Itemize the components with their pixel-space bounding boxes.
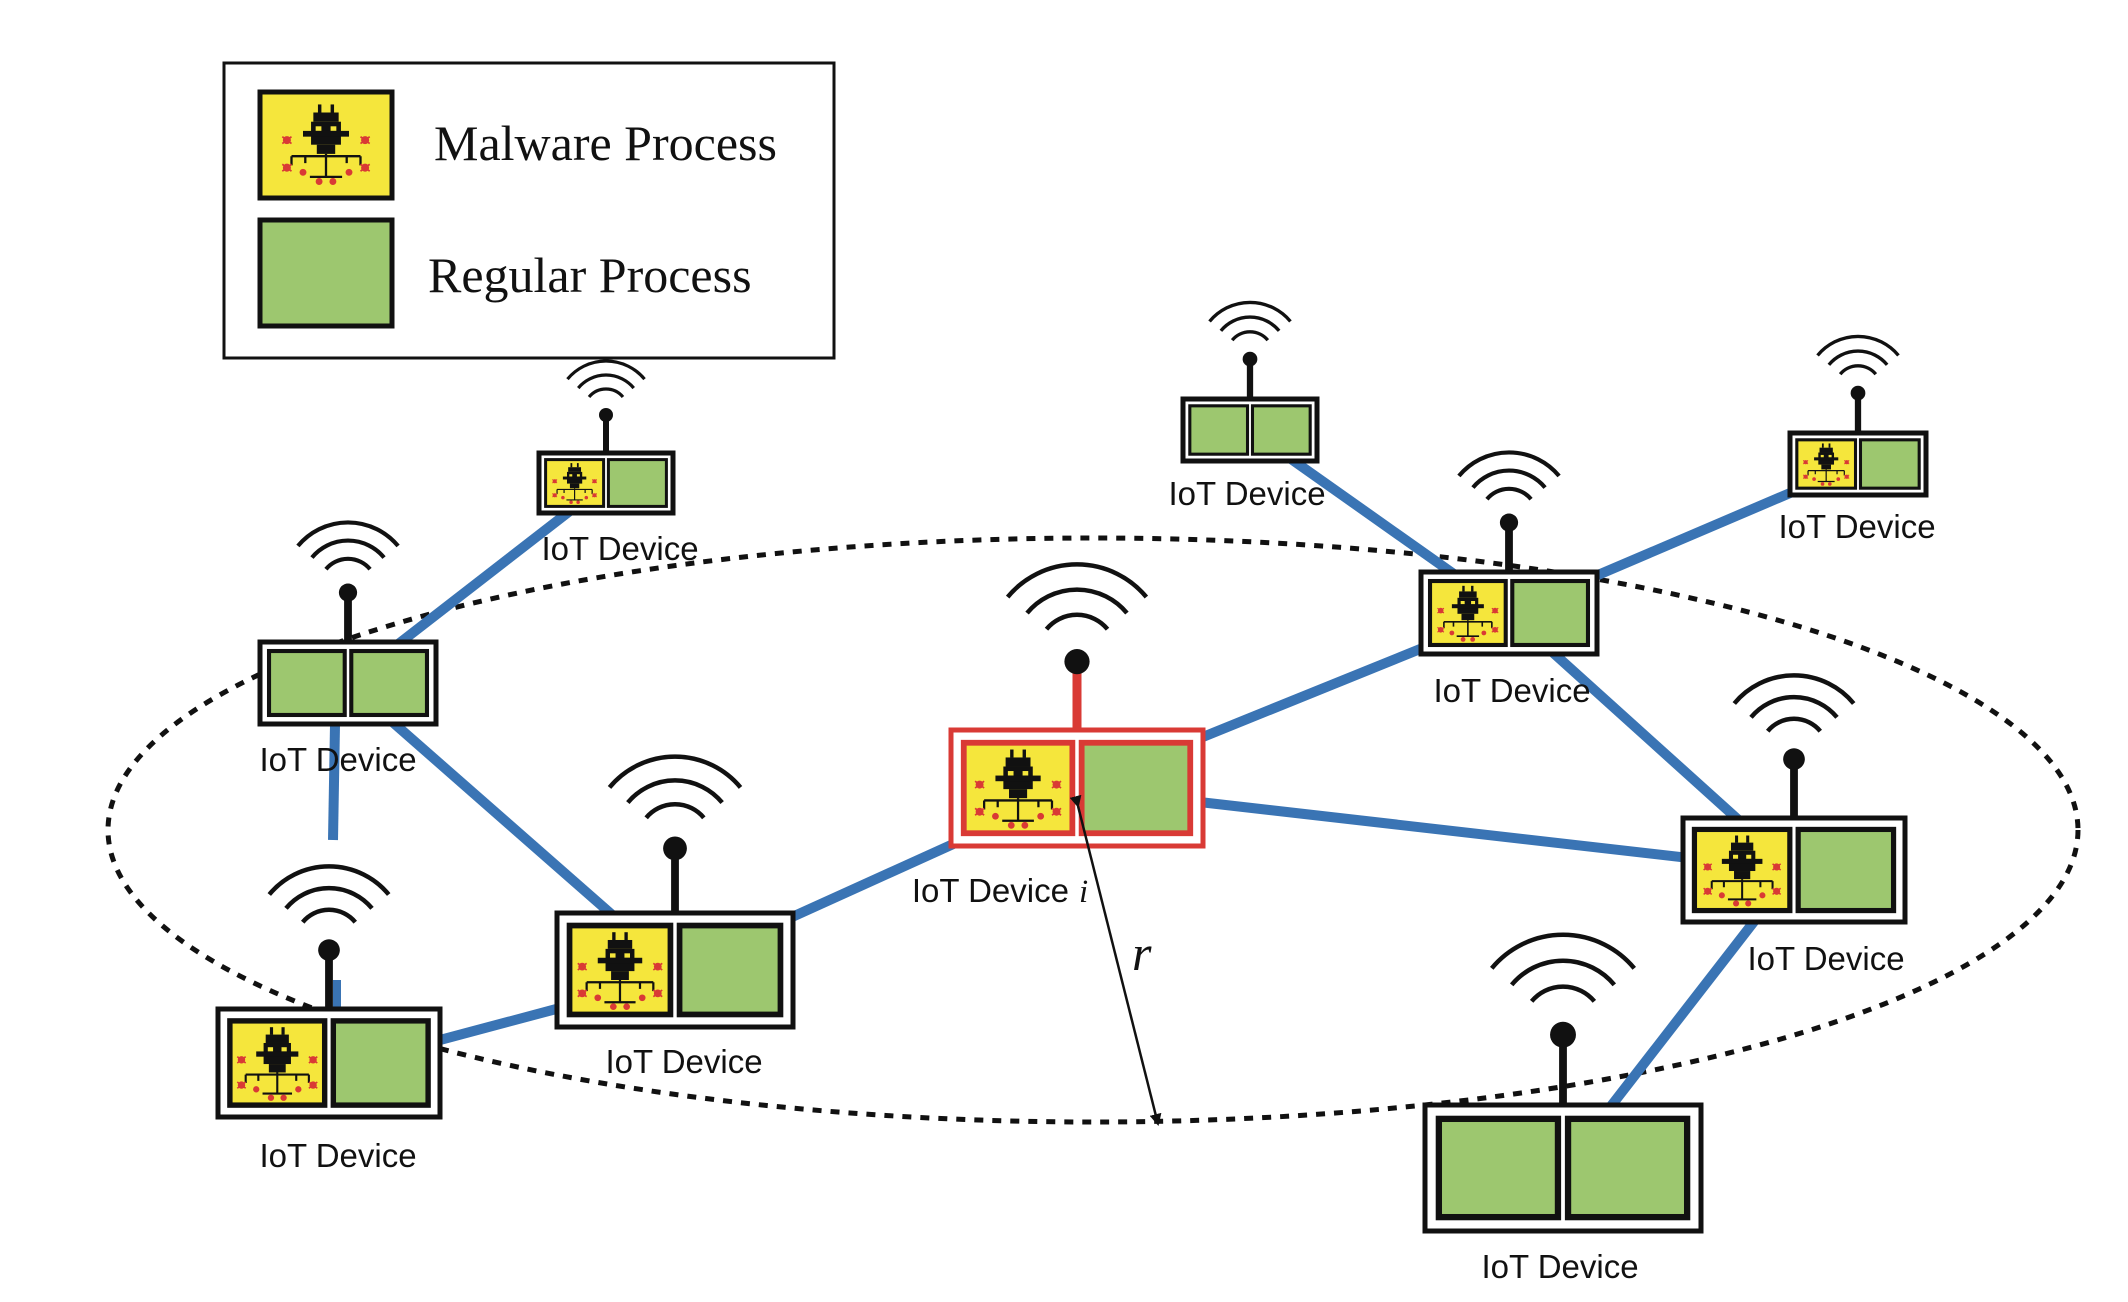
iot-device-lower-left: IoT Device [215,864,443,1174]
iot-device-right: IoT Device [1680,673,1908,977]
device-label-text: IoT Device [259,1137,416,1174]
regular-process-cell [1510,578,1591,648]
regular-process-cell [349,648,430,718]
regular-process-cell [1564,1115,1691,1221]
device-label-text: IoT Device [605,1043,762,1080]
regular-process-cell [330,1018,431,1108]
iot-device-center-left: IoT Device [554,754,796,1080]
iot-device-top-mid-right: IoT Device [1168,300,1326,512]
radius-arrow [1069,794,1162,1126]
regular-process-cell [1188,404,1250,456]
device-label: IoT Device [1481,1248,1638,1285]
antenna-icon [296,520,400,642]
iot-device-center: IoT Device i [912,562,1206,910]
device-label: IoT Device [1168,475,1325,512]
regular-process-cell [1795,826,1897,914]
legend-regular-label: Regular Process [428,247,752,303]
link-lower-left-to-center-left [438,1003,562,1045]
device-index-label: i [1079,874,1088,910]
device-label: IoT Device [1433,672,1590,709]
device-label: IoT Device [605,1043,762,1080]
antenna-icon [1457,450,1561,572]
regular-process-cell [606,458,668,508]
antenna-icon [1816,334,1900,433]
device-label-text: IoT Device [1747,940,1904,977]
device-label: IoT Device [259,741,416,778]
radius-label: r [1132,925,1152,981]
iot-device-top-far-right: IoT Device [1778,334,1936,545]
device-label-text: IoT Device [1168,475,1325,512]
device-label-text: IoT Device [1778,508,1935,545]
iot-device-bottom-right: IoT Device [1422,932,1704,1285]
antenna-icon [1208,300,1292,399]
antenna-icon [607,754,743,913]
radius-boundary [105,535,2081,1125]
legend-malware-label: Malware Process [434,115,777,171]
antenna-icon [566,359,646,453]
antenna-icon [1005,562,1149,675]
iot-device-top-left: IoT Device [536,359,699,567]
regular-process-cell [676,922,784,1018]
device-label-text: IoT Device [259,741,416,778]
device-label-text: IoT Device [1481,1248,1638,1285]
device-label: IoT Device [1747,940,1904,977]
regular-process-cell [1435,1115,1562,1221]
device-label-text: IoT Device [912,872,1069,909]
device-label: IoT Device [541,530,698,567]
regular-process-cell [1250,404,1312,456]
device-label-text: IoT Device [541,530,698,567]
legend-regular-swatch [257,217,395,329]
antenna-icon [267,864,391,1009]
link-upper-left-to-lower-left [328,724,340,841]
device-label: IoT Device [1778,508,1935,545]
iot-device-mid-right: IoT Device [1418,450,1600,709]
antenna-icon [1490,932,1636,1105]
legend: Malware Process Regular Process [222,61,836,360]
device-label: IoT Device [259,1137,416,1174]
device-label-text: IoT Device [1433,672,1590,709]
device-label: IoT Device i [912,872,1088,910]
regular-process-cell [266,648,347,718]
regular-process-cell [1858,438,1921,490]
regular-process-cell [1078,739,1194,837]
iot-device-upper-left: IoT Device [257,520,439,778]
antenna-icon [1732,673,1856,818]
